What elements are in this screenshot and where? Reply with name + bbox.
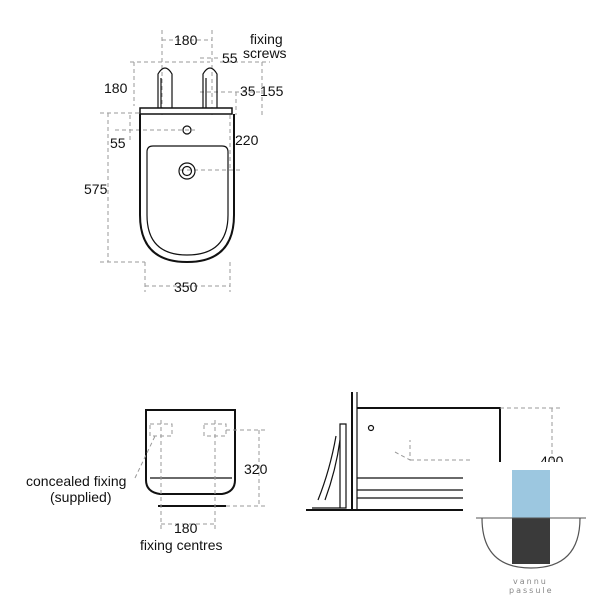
frame-curve-inner: [324, 439, 341, 501]
dim-35: 35: [240, 83, 256, 99]
logo-blue-block: [512, 470, 550, 518]
waste-outlet: [178, 162, 196, 180]
front-view: concealed fixing (supplied) 320 180 fixi…: [26, 409, 268, 553]
dim-220: 220: [235, 132, 259, 148]
left-fixing-bracket: [157, 67, 173, 108]
logo-text-2: passule: [509, 586, 554, 595]
tap-hole: [182, 125, 192, 135]
plan-view: 180 55 fixing screws 180 35 155 55 220 5…: [84, 30, 287, 295]
waste-path: [394, 440, 411, 461]
brand-logo: vannu passule: [463, 462, 600, 600]
dim-55-left: 55: [110, 135, 126, 151]
dim-155: 155: [260, 83, 284, 99]
fixing-centres-label: fixing centres: [140, 537, 222, 553]
logo-text-1: vannu: [513, 577, 548, 586]
logo-dark-block: [512, 518, 550, 564]
frame-curve: [317, 435, 337, 501]
wall-strip: [139, 107, 233, 115]
dim-350: 350: [174, 279, 198, 295]
frame-support: [312, 423, 347, 509]
concealed-fixing-label: concealed fixing: [26, 473, 126, 489]
dim-180-top: 180: [174, 32, 198, 48]
dim-320: 320: [244, 461, 268, 477]
bidet-front-outline: [145, 409, 236, 495]
fixing-screws-label-line2: screws: [243, 45, 287, 61]
logo-arc: [481, 517, 581, 569]
bidet-outline: [139, 114, 235, 264]
waste-outlet-inner: [181, 165, 193, 177]
supplied-label: (supplied): [50, 489, 111, 505]
dim-180-left: 180: [104, 80, 128, 96]
dim-575: 575: [84, 181, 108, 197]
leader-line: [134, 433, 157, 479]
right-fixing-bracket: [202, 67, 218, 108]
bidet-bowl: [146, 145, 229, 256]
fixing-screws-label-line1: fixing: [250, 31, 283, 47]
side-tap-hole: [367, 424, 375, 432]
dim-180-bottom: 180: [174, 520, 198, 536]
dim-55-right: 55: [222, 50, 238, 66]
